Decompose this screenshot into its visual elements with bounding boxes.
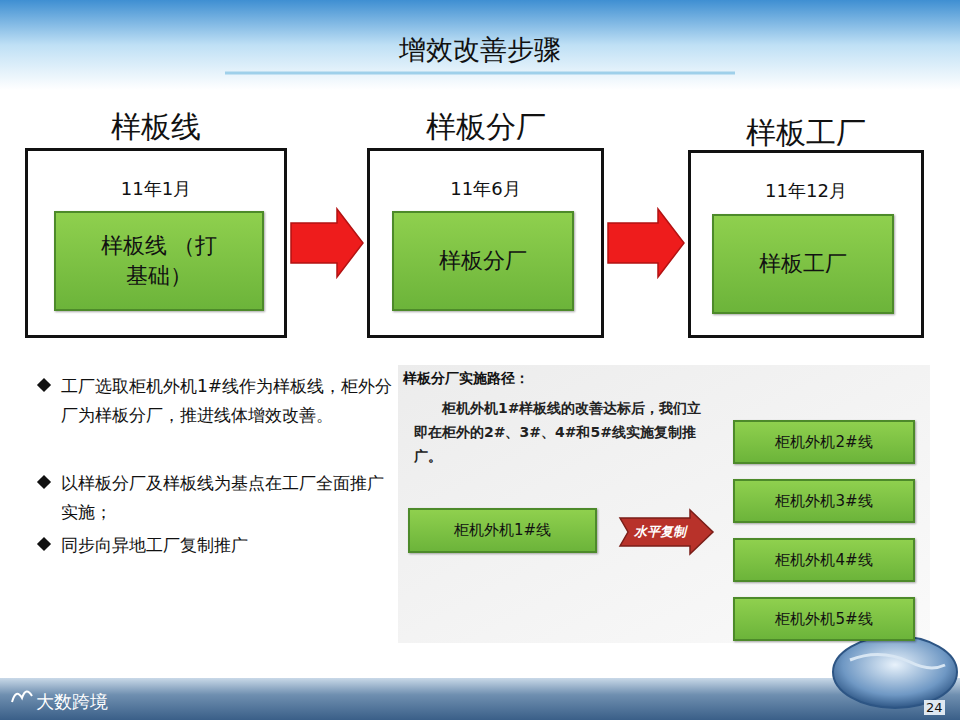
logo-mark bbox=[12, 691, 32, 702]
box-label: 样板工厂 bbox=[759, 249, 847, 279]
stage-heading: 样板线 bbox=[8, 107, 304, 148]
path-panel bbox=[398, 365, 930, 643]
process-box: 柜机外机2#线 bbox=[733, 420, 915, 464]
stage-frame: 样板工厂11年12月样板工厂 bbox=[688, 150, 924, 338]
globe bbox=[833, 636, 957, 708]
copy-arrow bbox=[620, 510, 713, 554]
stage-frame: 样板线11年1月样板线 （打基础） bbox=[25, 148, 287, 338]
bullet-text: 同步向异地工厂复制推广 bbox=[61, 535, 248, 555]
panel-description: 柜机外机1#样板线的改善达标后，我们立即在柜外的2#、3#、4#和5#线实施复制… bbox=[414, 396, 704, 468]
stage-frame: 样板分厂11年6月样板分厂 bbox=[367, 148, 604, 338]
globe-land bbox=[850, 654, 945, 667]
process-box: 柜机外机5#线 bbox=[733, 597, 915, 641]
page-number: 24 bbox=[924, 700, 945, 715]
stage-heading: 样板工厂 bbox=[671, 113, 941, 154]
arrow-label: 水平复制 bbox=[628, 523, 692, 541]
title-rule bbox=[225, 72, 735, 75]
process-box: 样板分厂 bbox=[392, 211, 574, 311]
slide-title: 增效改善步骤 bbox=[0, 32, 960, 68]
box-label: 柜机外机3#线 bbox=[775, 491, 872, 511]
stage-date: 11年1月 bbox=[28, 177, 284, 201]
box-label: 样板线 （打基础） bbox=[99, 231, 219, 290]
footer-bar bbox=[0, 678, 960, 720]
box-label: 柜机外机4#线 bbox=[775, 550, 872, 570]
process-box: 样板线 （打基础） bbox=[54, 211, 264, 311]
stage-heading: 样板分厂 bbox=[350, 107, 621, 148]
block-arrow bbox=[608, 209, 684, 277]
box-label: 样板分厂 bbox=[439, 246, 527, 276]
bullet-text: 以样板分厂及样板线为基点在工厂全面推广实施； bbox=[61, 473, 384, 522]
bullet-item: 同步向异地工厂复制推广 bbox=[35, 531, 397, 560]
bullet-item: 工厂选取柜机外机1#线作为样板线，柜外分厂为样板分厂，推进线体增效改善。 bbox=[35, 372, 397, 430]
watermark: 大数跨境 bbox=[36, 690, 108, 714]
bullet-item: 以样板分厂及样板线为基点在工厂全面推广实施； bbox=[35, 469, 397, 527]
box-label: 柜机外机2#线 bbox=[775, 432, 872, 452]
process-box: 柜机外机3#线 bbox=[733, 479, 915, 523]
process-box: 柜机外机1#线 bbox=[408, 508, 597, 553]
process-box: 柜机外机4#线 bbox=[733, 538, 915, 582]
stage-date: 11年6月 bbox=[370, 177, 601, 201]
bullet-text: 工厂选取柜机外机1#线作为样板线，柜外分厂为样板分厂，推进线体增效改善。 bbox=[61, 376, 392, 425]
stage-date: 11年12月 bbox=[691, 179, 921, 203]
bullet-diamond bbox=[37, 378, 51, 392]
bullet-diamond bbox=[37, 537, 51, 551]
panel-heading: 样板分厂实施路径： bbox=[403, 370, 529, 388]
process-box: 样板工厂 bbox=[712, 214, 894, 314]
sky-band bbox=[0, 0, 960, 90]
box-label: 柜机外机5#线 bbox=[775, 609, 872, 629]
bullet-diamond bbox=[37, 475, 51, 489]
block-arrow bbox=[291, 209, 363, 277]
box-label: 柜机外机1#线 bbox=[454, 520, 551, 540]
